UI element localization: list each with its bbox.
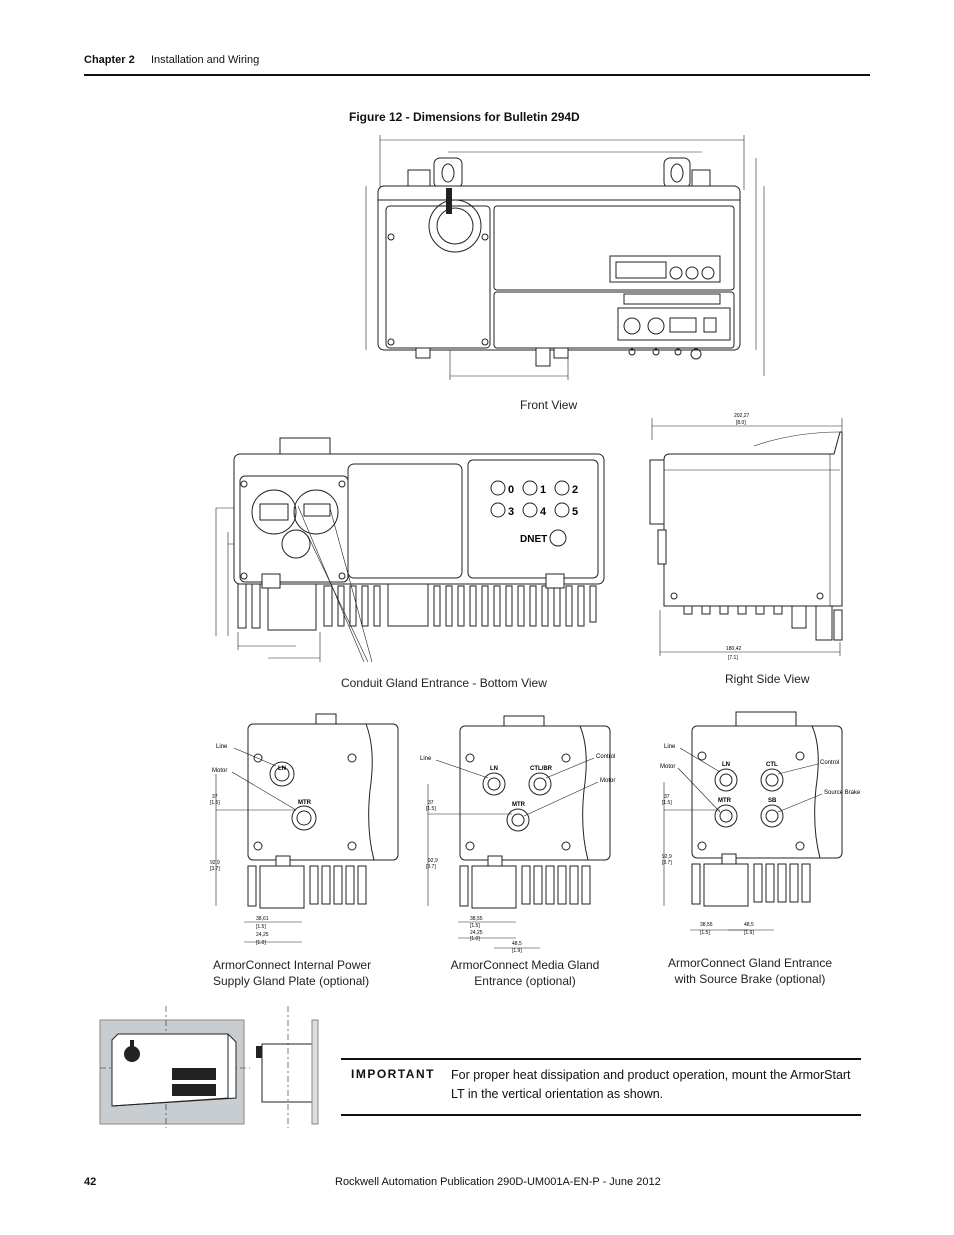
- gp1-dim-c-in: [1.5]: [256, 924, 266, 930]
- gp2-dim-e: 48,5: [512, 941, 522, 947]
- chapter-label: Chapter 2: [84, 54, 135, 66]
- page-number: 42: [84, 1176, 97, 1188]
- side-dim-bottom-in: [7.1]: [728, 655, 738, 661]
- port-label-4: 4: [540, 506, 547, 518]
- port-label-3: 3: [508, 506, 514, 518]
- gp3-label-motor: Motor: [660, 764, 675, 770]
- port-label-5: 5: [572, 506, 578, 518]
- right-side-view-caption: Right Side View: [725, 672, 810, 686]
- gp1-dim-a-in: [1.5]: [210, 800, 220, 806]
- gp2-label-line: Line: [420, 756, 432, 762]
- right-side-view-drawing: 202,27 [8.0] 180,42 [7.1]: [649, 413, 843, 661]
- gp2-dim-b: 92,9: [428, 858, 438, 864]
- gp2-dim-a-in: [1.5]: [426, 806, 436, 812]
- gp3-dim-c-in: [1.5]: [700, 930, 710, 936]
- gland-plate-2-caption-line1: ArmorConnect Media Gland: [450, 958, 600, 972]
- gp1-label-line: Line: [216, 744, 228, 750]
- gp3-label-line: Line: [664, 744, 676, 750]
- gp1-dim-b-in: [3.7]: [210, 866, 220, 872]
- gp3-dim-e-in: [1.9]: [744, 930, 754, 936]
- important-callout: [341, 1058, 861, 1116]
- gp1-dim-b: 92,9: [210, 860, 220, 866]
- gp1-port-mtr: MTR: [298, 800, 312, 806]
- gp3-dim-a-in: [1.5]: [662, 800, 672, 806]
- gp2-dim-c-in: [1.5]: [470, 923, 480, 929]
- gp2-port-ctl: CTL/BR: [530, 766, 553, 772]
- bottom-view-caption: Conduit Gland Entrance - Bottom View: [341, 676, 547, 690]
- gp3-dim-b: 92,9: [662, 854, 672, 860]
- gp2-label-control: Control: [596, 754, 615, 760]
- gland-plate-1-caption: ArmorConnect Internal Power Supply Gland…: [213, 957, 403, 989]
- front-view-caption: Front View: [520, 398, 578, 412]
- gp1-dim-d-in: [1.0]: [256, 940, 266, 946]
- bottom-view-drawing: 0 1 2 3 4 5 DNET: [215, 437, 605, 663]
- mounting-orientation-illustration: [99, 1006, 319, 1128]
- gp2-dim-e-in: [1.9]: [512, 948, 522, 954]
- gp3-dim-e: 48,5: [744, 922, 754, 928]
- gp1-dim-c: 38,61: [256, 916, 269, 922]
- gland-plate-3-caption-line2: with Source Brake (optional): [674, 972, 826, 986]
- side-dim-bottom: 180,42: [726, 646, 742, 652]
- gp3-label-control: Control: [820, 760, 839, 766]
- gland-plate-3-caption-line1: ArmorConnect Gland Entrance: [667, 956, 833, 970]
- gp3-port-sb: SB: [768, 798, 777, 804]
- gp3-port-mtr: MTR: [718, 798, 732, 804]
- gp2-dim-d-in: [1.0]: [470, 936, 480, 942]
- gp2-dim-c: 38,55: [470, 916, 483, 922]
- publication-info: Rockwell Automation Publication 290D-UM0…: [335, 1176, 661, 1188]
- gland-plate-3-caption: ArmorConnect Gland Entrance with Source …: [660, 955, 840, 987]
- port-label-2: 2: [572, 484, 578, 496]
- gp1-dim-d: 24,25: [256, 932, 269, 938]
- gland-plate-1-caption-line1: ArmorConnect Internal Power: [213, 958, 372, 972]
- side-dim-top-in: [8.0]: [736, 420, 746, 426]
- important-text: For proper heat dissipation and product …: [451, 1068, 851, 1101]
- gp1-dim-a: 37: [212, 794, 218, 800]
- gp3-label-brake: Source Brake: [824, 790, 861, 796]
- gp2-label-motor: Motor: [600, 778, 615, 784]
- gland-plate-2-caption-line2: Entrance (optional): [474, 974, 576, 988]
- gp2-dim-d: 24,25: [470, 930, 483, 936]
- gp3-dim-a: 37: [664, 794, 670, 800]
- gland-plate-2-caption: ArmorConnect Media Gland Entrance (optio…: [440, 957, 610, 989]
- side-dim-top: 202,27: [734, 413, 750, 419]
- gp2-dim-b-in: [3.7]: [426, 864, 436, 870]
- section-title: Installation and Wiring: [151, 54, 260, 66]
- front-view-drawing: [365, 135, 765, 380]
- gp1-port-ln: LN: [278, 766, 286, 772]
- gp2-port-mtr: MTR: [512, 802, 526, 808]
- port-label-1: 1: [540, 484, 546, 496]
- dnet-label: DNET: [520, 534, 547, 545]
- gp3-port-ln: LN: [722, 762, 730, 768]
- gp3-dim-c: 38,55: [700, 922, 713, 928]
- gp3-port-ctl: CTL: [766, 762, 778, 768]
- gland-plate-1-drawing: LN MTR Line Motor 37 [1.5] 92,9 [3.7] 38…: [210, 713, 399, 946]
- gland-plate-1-caption-line2: Supply Gland Plate (optional): [213, 974, 370, 988]
- gp1-label-motor: Motor: [212, 768, 227, 774]
- header-rule: [84, 74, 870, 76]
- gland-plate-2-drawing: LN CTL/BR MTR Line Control Motor 37 [1.5…: [420, 715, 615, 954]
- gp3-dim-b-in: [3.7]: [662, 860, 672, 866]
- figure-title: Figure 12 - Dimensions for Bulletin 294D: [349, 110, 580, 124]
- gp2-dim-a: 37: [428, 800, 434, 806]
- port-label-0: 0: [508, 484, 514, 496]
- important-label: IMPORTANT: [351, 1067, 435, 1081]
- gp2-port-ln: LN: [490, 766, 498, 772]
- gland-plate-3-drawing: LN CTL MTR SB Line Motor Control Source …: [660, 711, 861, 936]
